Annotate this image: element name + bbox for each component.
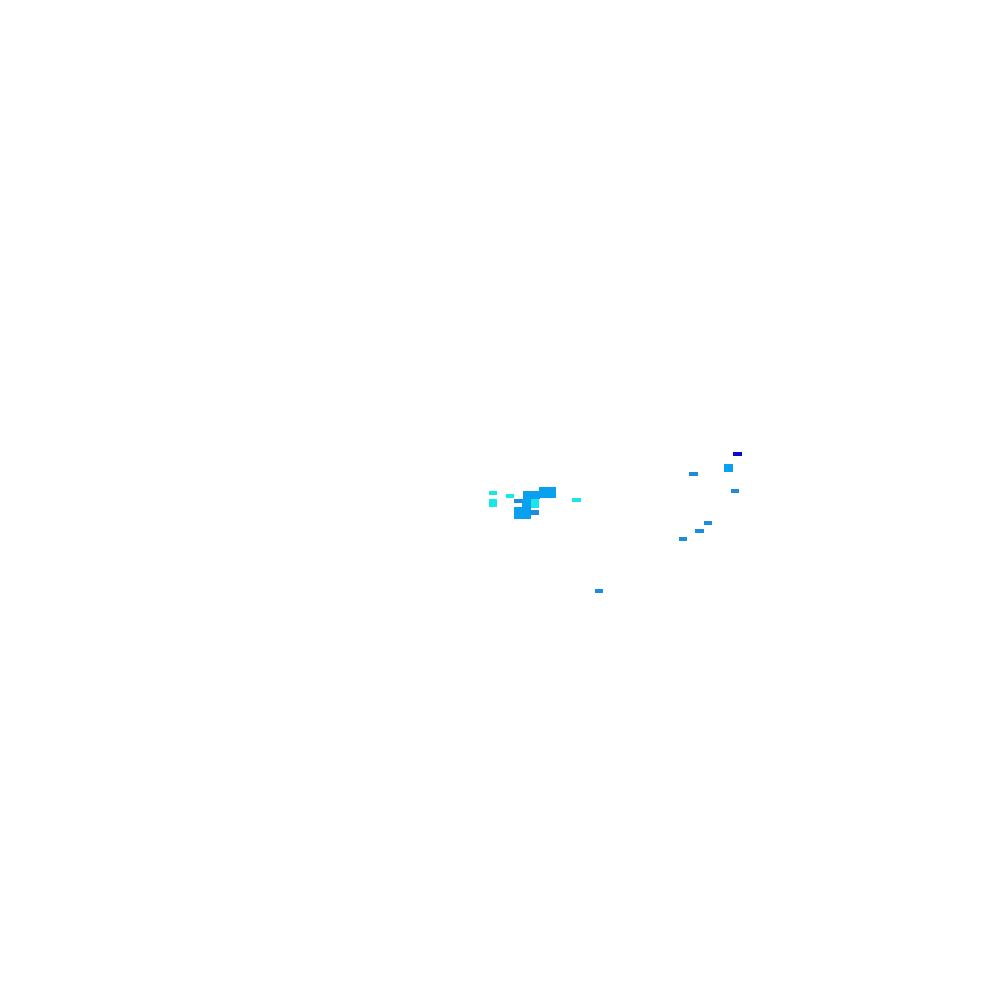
sky-blue-pixel-patch	[695, 529, 704, 533]
sky-blue-pixel-patch	[530, 510, 539, 515]
sky-blue-pixel-patch	[514, 499, 526, 503]
cyan-pixel-patch	[489, 499, 497, 507]
sky-blue-pixel-patch	[522, 499, 531, 508]
sky-blue-pixel-patch	[514, 507, 531, 519]
cyan-pixel-patch	[489, 491, 497, 495]
cyan-pixel-patch	[506, 494, 514, 498]
cyan-pixel-patch	[531, 499, 539, 508]
sky-blue-pixel-patch	[704, 521, 712, 525]
sky-blue-pixel-patch	[539, 487, 556, 498]
sky-blue-pixel-patch	[724, 464, 733, 472]
sky-blue-pixel-patch	[679, 537, 687, 541]
deep-blue-pixel-patch	[733, 452, 742, 456]
sky-blue-pixel-patch	[523, 491, 540, 499]
sky-blue-pixel-patch	[731, 489, 739, 493]
cyan-pixel-patch	[572, 498, 581, 502]
sky-blue-pixel-patch	[689, 472, 698, 476]
sky-blue-pixel-patch	[595, 589, 603, 593]
